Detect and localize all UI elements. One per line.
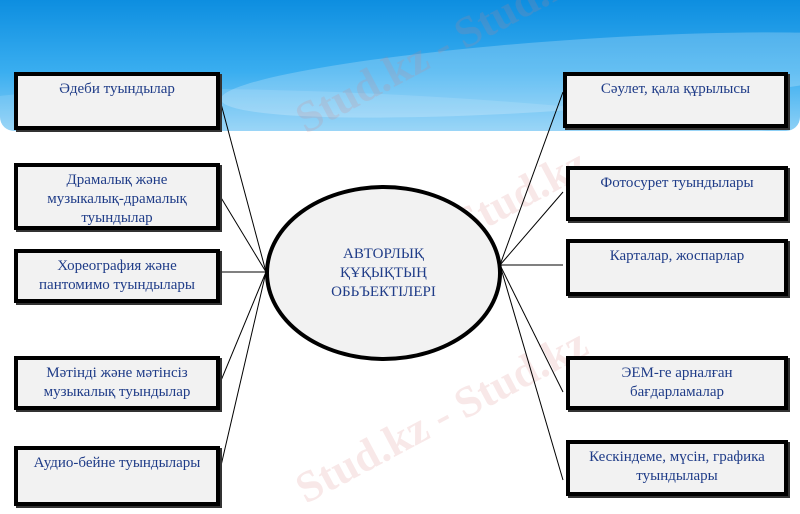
box-text-line: Карталар, жоспарлар — [609, 248, 745, 264]
left-item-dramatic-works: Драмалық және музыкалық-драмалық туындыл… — [14, 163, 220, 230]
box-text-line: Мәтінді және мәтінсіз — [46, 365, 188, 381]
box-text-line: Аудио-бейне туындылары — [33, 455, 201, 471]
box-text-line: туындылары — [636, 468, 718, 484]
right-item-computer-programs: ЭЕМ-ге арналған бағдарламалар — [566, 356, 788, 410]
box-text-line: Хореография және — [57, 258, 177, 274]
connector-right-4 — [499, 264, 564, 393]
left-item-musical-works: Мәтінді және мәтінсіз музыкалық туындыла… — [14, 356, 220, 410]
box-text-line: Драмалық және — [66, 172, 168, 188]
right-item-photography: Фотосурет туындылары — [566, 166, 788, 221]
left-item-choreography-works: Хореография және пантомимо туындылары — [14, 249, 220, 303]
connector-left-1 — [219, 99, 267, 273]
center-text-line: ҚҰҚЫҚТЫҢ — [339, 264, 427, 281]
center-ellipse-copyright-objects: АВТОРЛЫҚ ҚҰҚЫҚТЫҢ ОБЬЪЕКТІЛЕРІ — [265, 185, 502, 361]
box-text-line: туындылар — [81, 210, 153, 226]
right-item-architecture: Сәулет, қала құрылысы — [563, 72, 788, 128]
box-text-line: музыкалық туындылар — [43, 384, 191, 400]
box-text-line: Кескіндеме, мүсін, графика — [589, 449, 765, 465]
box-text-line: Фотосурет туындылары — [600, 175, 754, 191]
connector-right-2 — [499, 191, 564, 266]
connector-right-5 — [499, 264, 564, 481]
left-item-audiovisual-works: Аудио-бейне туындылары — [14, 446, 220, 506]
left-item-literary-works: Әдеби туындылар — [14, 72, 220, 130]
right-item-maps-plans: Карталар, жоспарлар — [566, 239, 788, 296]
box-text-line: пантомимо туындылары — [39, 277, 195, 293]
connector-left-2 — [219, 195, 267, 273]
connector-left-5 — [219, 271, 267, 471]
box-text-line: ЭЕМ-ге арналған — [621, 365, 733, 381]
box-text-line: Сәулет, қала құрылысы — [600, 81, 751, 97]
center-text-line: АВТОРЛЫҚ — [343, 245, 424, 262]
connector-left-4 — [219, 271, 267, 384]
box-text-line: Әдеби туындылар — [59, 81, 175, 97]
right-item-fine-arts: Кескіндеме, мүсін, графика туындылары — [566, 440, 788, 496]
connector-right-1 — [499, 91, 564, 266]
box-text-line: музыкалық-драмалық — [47, 191, 187, 207]
center-text-line: ОБЬЪЕКТІЛЕРІ — [331, 283, 436, 300]
box-text-line: бағдарламалар — [630, 384, 724, 400]
